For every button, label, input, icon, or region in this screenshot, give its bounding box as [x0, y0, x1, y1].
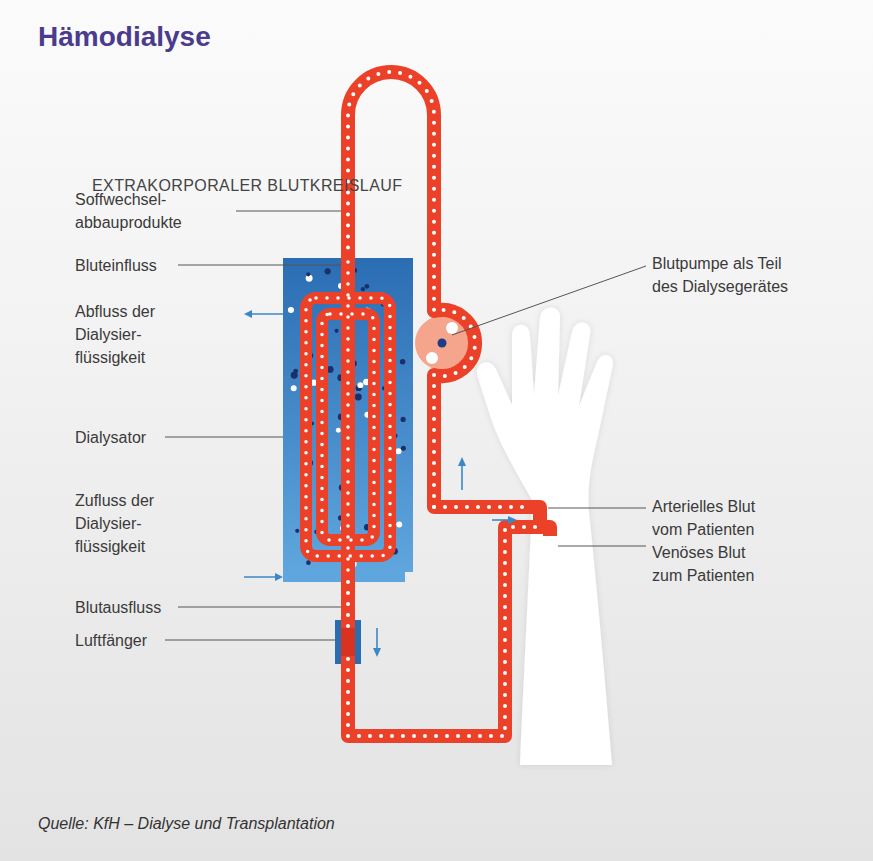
air-trap-core: [341, 628, 355, 656]
part-label: Luftfänger: [75, 629, 225, 652]
part-label: Arterielles Blut vom Patienten: [652, 495, 772, 541]
texture-dot: [306, 272, 310, 276]
texture-dot: [295, 529, 299, 533]
part-label: Soffwechsel- abbauprodukte: [75, 188, 225, 234]
pump-roller: [426, 352, 438, 364]
texture-dot: [357, 382, 363, 388]
texture-dot: [400, 359, 405, 364]
texture-dot: [361, 287, 365, 291]
texture-dot: [355, 394, 362, 401]
pump-roller: [446, 322, 458, 334]
part-label: Abfluss der Dialysier- flüssigkeit: [75, 300, 175, 369]
texture-dot: [336, 428, 341, 433]
texture-dot: [395, 448, 401, 454]
patient-hand: [477, 308, 613, 766]
blood-tubing: [306, 72, 550, 736]
texture-dot: [291, 372, 298, 379]
diagram-title: Hämodialyse: [38, 20, 211, 54]
texture-dot: [401, 417, 406, 422]
texture-dot: [325, 268, 331, 274]
flow-arrow: [244, 310, 517, 657]
part-label: Dialysator: [75, 426, 225, 449]
leader-line: [165, 211, 646, 640]
texture-dot: [288, 307, 294, 313]
texture-dot: [396, 522, 402, 528]
part-label: Venöses Blut zum Patienten: [652, 541, 764, 587]
part-label: Zufluss der Dialysier- flüssigkeit: [75, 489, 175, 558]
texture-dot: [291, 385, 297, 391]
subtitle: EXTRAKORPORALER BLUTKREISLAUF: [92, 174, 612, 197]
part-label: Bluteinfluss: [75, 254, 225, 277]
source-caption: Quelle: KfH – Dialyse und Transplantatio…: [38, 812, 335, 835]
texture-dot: [401, 446, 406, 451]
pump-rotor: [438, 339, 447, 348]
texture-dot: [365, 284, 370, 289]
part-label: Blutausfluss: [75, 596, 225, 619]
texture-dot: [335, 329, 339, 333]
part-label: Blutpumpe als Teil des Dialysegerätes: [652, 252, 800, 298]
texture-dot: [306, 560, 311, 565]
